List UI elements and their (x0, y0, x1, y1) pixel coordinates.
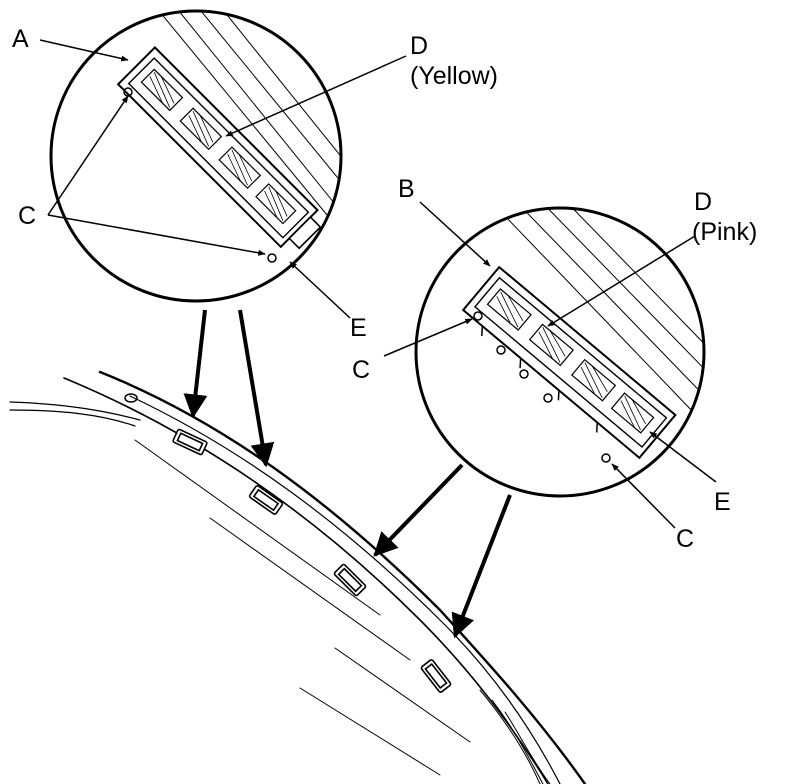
clip-pin-r5 (601, 453, 611, 463)
label-d-pink-note: (Pink) (692, 218, 757, 246)
panel-shade-line-4 (299, 687, 441, 776)
clip-pin-r4 (543, 393, 553, 403)
clip-2 (248, 485, 284, 515)
label-c-right-1: C (352, 356, 370, 384)
detail-pointer-arrows (183, 309, 512, 639)
label-d-yellow: D (410, 32, 428, 60)
leader-c-left-1 (47, 95, 129, 216)
leader-d-yellow (225, 55, 407, 137)
body-line-l3 (191, 11, 341, 206)
leader-c-left-2 (47, 214, 266, 256)
body-line-l1 (149, 11, 341, 256)
roof-panel-line-2 (9, 409, 136, 427)
clip-pin-r1 (473, 311, 483, 321)
leader-a (39, 39, 129, 62)
right-detail-arrow-1 (373, 463, 464, 557)
body-line-l2 (169, 11, 341, 236)
label-b: B (398, 175, 415, 203)
leader-d-pink (547, 235, 696, 327)
body-line-r2 (504, 208, 704, 413)
clip-pin-r3 (519, 369, 529, 379)
body-line-r1 (479, 208, 704, 441)
corner-contour-2 (491, 699, 544, 784)
clip-1 (172, 428, 208, 456)
label-e-left: E (350, 314, 367, 342)
label-e-right: E (714, 488, 731, 516)
label-c-right-2: C (676, 525, 694, 553)
molding-end-cap (124, 393, 138, 403)
detail-view-yellow (49, 9, 343, 303)
panel-shade-line-1 (134, 439, 381, 616)
panel-shade-line-3 (334, 647, 471, 743)
molding-inner-edge (63, 377, 549, 784)
label-c-left: C (18, 202, 36, 230)
leader-b (419, 201, 491, 267)
leader-e-right (649, 431, 717, 483)
clip-pin-r2 (496, 345, 506, 355)
detail-view-pink (414, 206, 706, 498)
body-line-r3 (529, 208, 704, 386)
leader-e-left (289, 261, 351, 319)
molding-clips (172, 428, 452, 693)
molding-outer-edge (98, 370, 587, 784)
right-detail-arrow-2 (451, 494, 512, 639)
left-detail-arrow-1 (183, 309, 208, 419)
molding-main-view (9, 370, 587, 784)
leader-c-right-2 (611, 463, 676, 529)
body-line-l4 (214, 11, 341, 181)
clip-4 (420, 659, 452, 693)
molding-rear-edge (129, 395, 561, 784)
roof-panel-line-1 (9, 401, 141, 421)
body-line-r4 (554, 208, 704, 361)
clip-3 (333, 563, 367, 597)
label-a: A (12, 25, 29, 53)
clip-detail-pink (461, 265, 677, 460)
leader-c-right-1 (383, 318, 473, 357)
clip-detail-yellow (116, 46, 322, 250)
corner-contour-3 (504, 711, 551, 784)
leader-lines (39, 39, 717, 529)
label-d-yellow-note: (Yellow) (410, 62, 498, 90)
panel-shade-line-2 (209, 517, 411, 661)
label-d-pink: D (694, 188, 712, 216)
left-detail-arrow-2 (238, 309, 275, 468)
corner-contour-1 (479, 689, 541, 784)
callout-labels: A D (Yellow) C E B D (Pink) C E C (12, 25, 757, 553)
clip-pin-lower (267, 253, 277, 263)
